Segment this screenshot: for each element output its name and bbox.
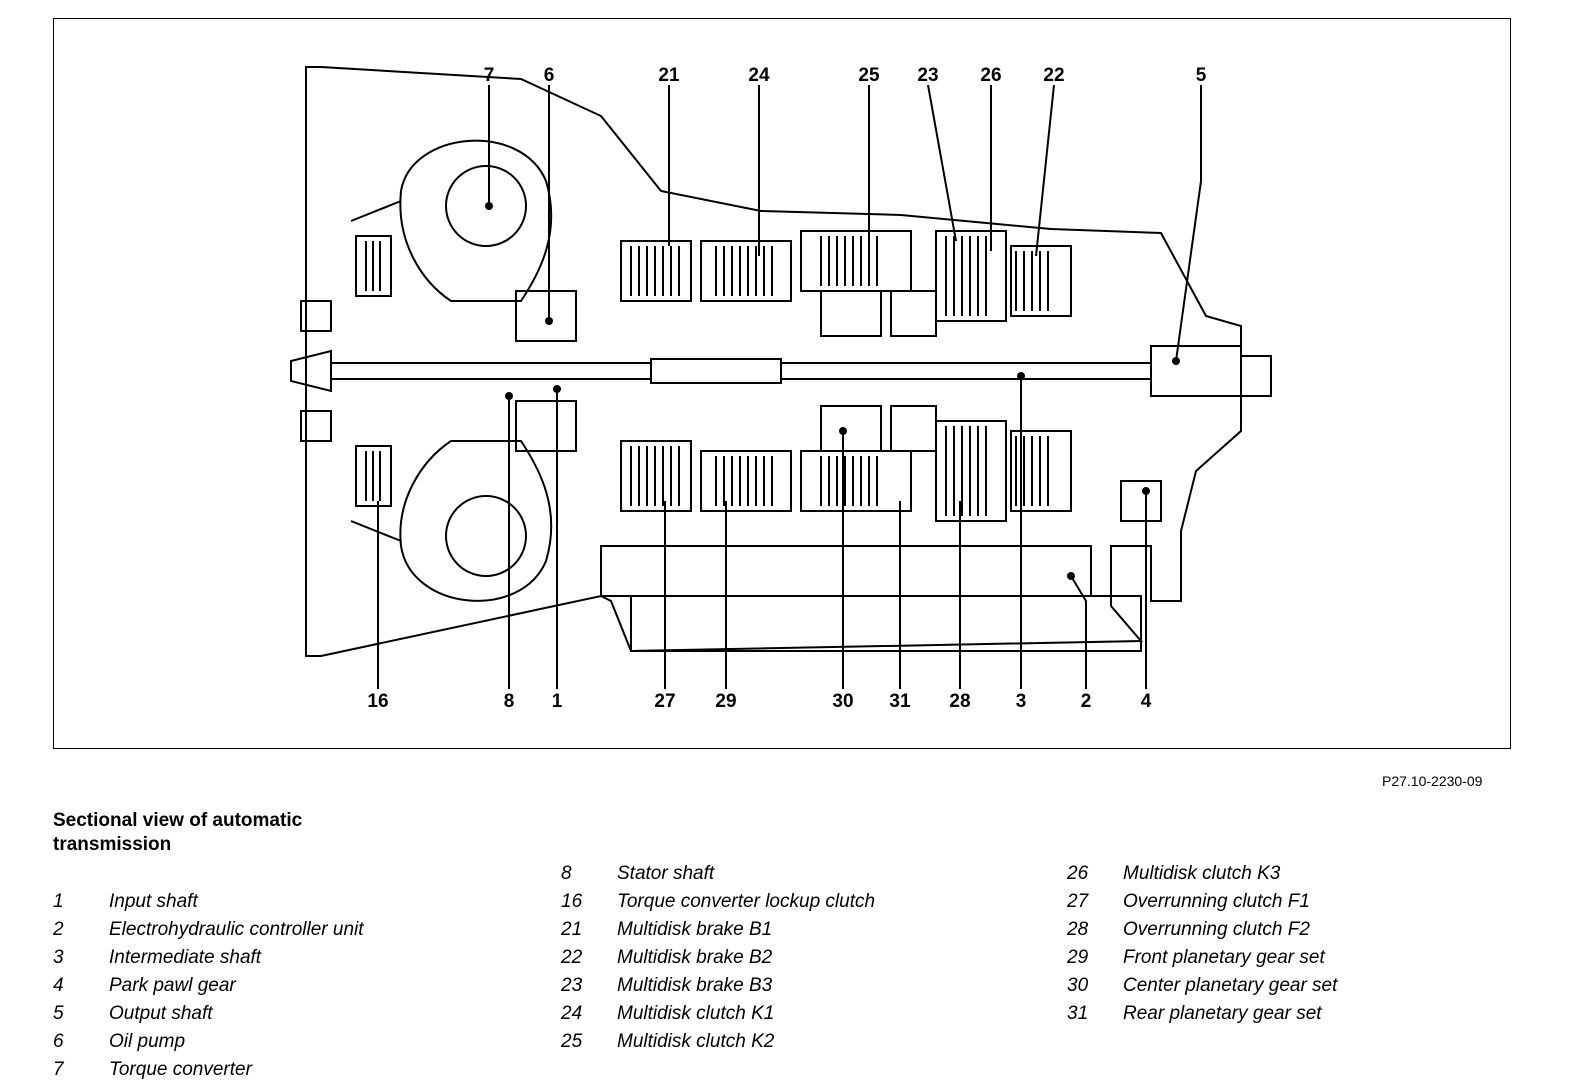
torque-converter-lower xyxy=(399,440,553,602)
oil-pump xyxy=(515,290,577,342)
callout-bottom-27: 27 xyxy=(654,691,675,712)
callout-top-6: 6 xyxy=(544,65,555,86)
callout-top-21: 21 xyxy=(658,65,680,86)
callout-bottom-30: 30 xyxy=(832,691,853,712)
callout-top-7: 7 xyxy=(484,65,495,86)
callout-bottom-3: 3 xyxy=(1016,691,1027,712)
callout-top-25: 25 xyxy=(858,65,880,86)
callout-top-5: 5 xyxy=(1196,65,1207,86)
diagram-frame: 7 6 21 24 25 23 26 22 5 16 8 1 27 29 30 … xyxy=(53,18,1511,749)
figure-reference: P27.10-2230-09 xyxy=(1382,773,1483,789)
callout-top-22: 22 xyxy=(1043,65,1064,86)
callout-bottom-4: 4 xyxy=(1141,691,1152,712)
callout-bottom-29: 29 xyxy=(715,691,736,712)
callout-top-23: 23 xyxy=(917,65,938,86)
callout-top-26: 26 xyxy=(980,65,1001,86)
callout-bottom-1: 1 xyxy=(552,691,563,712)
transmission-housing-outline xyxy=(305,66,1272,657)
torque-converter-upper xyxy=(399,139,553,302)
callout-bottom-2: 2 xyxy=(1081,691,1092,712)
callout-bottom-16: 16 xyxy=(367,691,388,712)
input-shaft xyxy=(330,362,652,380)
controller-unit xyxy=(600,545,1092,597)
output-shaft-body xyxy=(780,362,1152,380)
callout-bottom-8: 8 xyxy=(504,691,515,712)
intermediate-shaft xyxy=(650,358,782,384)
transmission-section-diagram: 7 6 21 24 25 23 26 22 5 16 8 1 27 29 30 … xyxy=(290,65,1272,712)
figure-caption: Sectional view of automatic transmission xyxy=(53,810,303,855)
callout-bottom-31: 31 xyxy=(889,691,911,712)
callout-bottom-28: 28 xyxy=(949,691,970,712)
callout-top-24: 24 xyxy=(748,65,770,86)
